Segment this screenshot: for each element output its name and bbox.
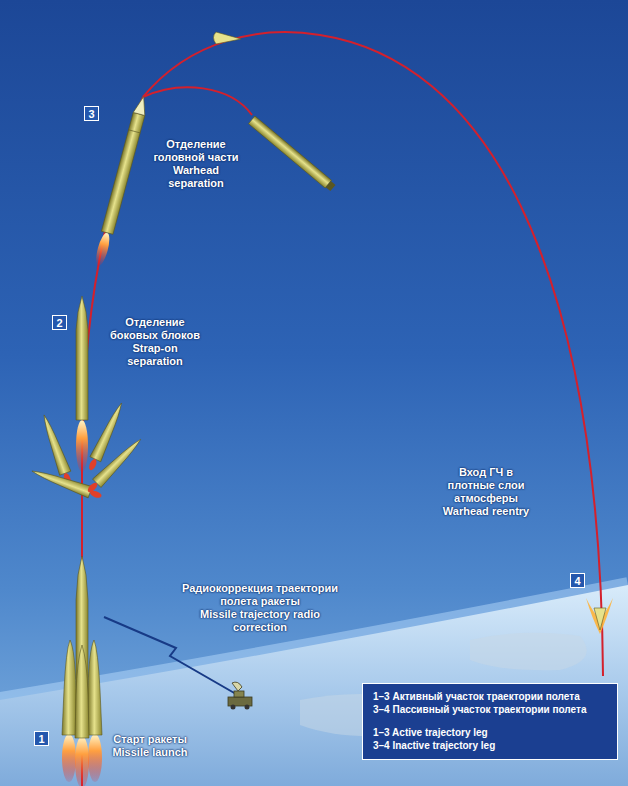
callout-number: 3 xyxy=(84,106,99,121)
annotation-label: Warhead separation xyxy=(146,164,246,190)
callout-digit: 1 xyxy=(38,733,44,745)
warhead xyxy=(214,32,242,44)
annotation-label: Missile launch xyxy=(100,746,200,759)
callout-number: 2 xyxy=(52,315,67,330)
annotation-label: Strap-on separation xyxy=(105,342,205,368)
annotation-label: Старт ракеты xyxy=(100,733,200,746)
callout-number: 1 xyxy=(34,731,49,746)
strap-on-boosters xyxy=(30,400,145,502)
annotation-label: Отделение боковых блоков xyxy=(105,316,205,342)
label-group: Старт ракетыMissile launch xyxy=(100,733,200,759)
legend-line: 3–4 Пассивный участок траектории полета xyxy=(373,703,609,716)
legend-line: 3–4 Inactive trajectory leg xyxy=(373,739,609,752)
label-group: Вход ГЧ в плотные слои атмосферыWarhead … xyxy=(440,466,532,518)
reentry-warhead xyxy=(586,598,613,634)
label-group: Отделение головной частиWarhead separati… xyxy=(146,138,246,190)
legend-line: 1–3 Активный участок траектории полета xyxy=(373,690,609,703)
annotation-label: Warhead reentry xyxy=(440,505,532,518)
callout-digit: 3 xyxy=(88,108,94,120)
ground-station xyxy=(228,682,252,709)
spent-core xyxy=(248,116,336,192)
launch-rocket xyxy=(62,556,102,786)
upper-rocket xyxy=(93,95,150,267)
label-group: Радиокоррекция траектории полета ракетыM… xyxy=(180,582,340,634)
core-stage xyxy=(76,296,88,472)
radio-link xyxy=(104,617,236,694)
callout-digit: 2 xyxy=(56,317,62,329)
legend-line: 1–3 Active trajectory leg xyxy=(373,726,609,739)
callout-number: 4 xyxy=(570,573,585,588)
earth xyxy=(0,585,628,786)
callout-digit: 4 xyxy=(574,575,580,587)
annotation-label: Missile trajectory radio correction xyxy=(180,608,340,634)
annotation-label: Отделение головной части xyxy=(146,138,246,164)
label-group: Отделение боковых блоковStrap-on separat… xyxy=(105,316,205,368)
legend-box: 1–3 Активный участок траектории полета3–… xyxy=(362,683,618,760)
annotation-label: Радиокоррекция траектории полета ракеты xyxy=(180,582,340,608)
trajectory xyxy=(82,32,603,786)
annotation-label: Вход ГЧ в плотные слои атмосферы xyxy=(440,466,532,505)
